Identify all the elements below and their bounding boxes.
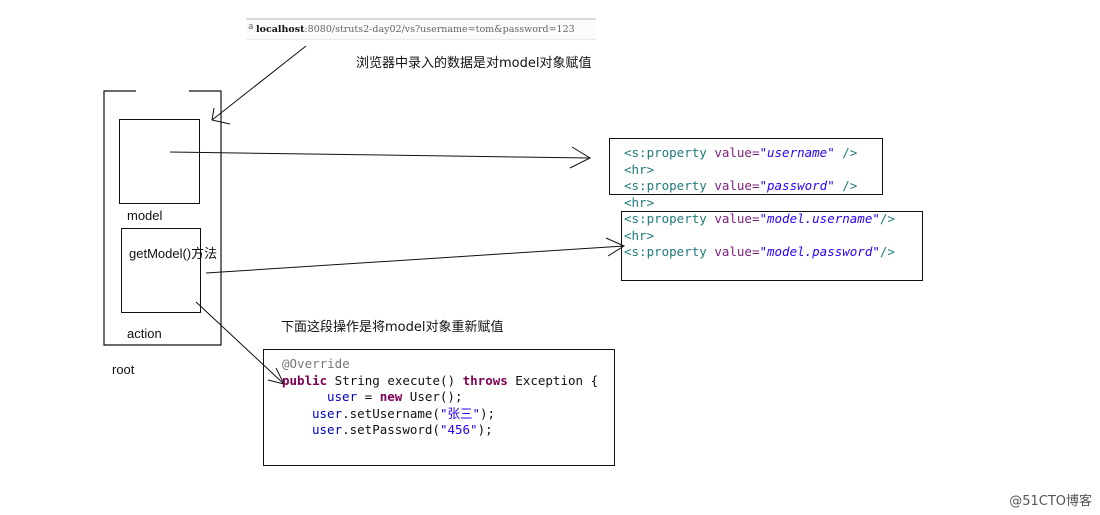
arrow-getmodel-to-bottom-code bbox=[205, 245, 625, 274]
root-label: root bbox=[112, 362, 135, 377]
url-bar: a localhost:8080/struts2-day02/vs?userna… bbox=[246, 18, 596, 40]
code-line: <s:property value="model.username"/> bbox=[624, 211, 895, 226]
arrow-model-to-top-code bbox=[169, 151, 591, 159]
jsp-code-top: <s:property value="username" /><hr><s:pr… bbox=[624, 145, 857, 211]
code-line: <hr> bbox=[624, 161, 655, 177]
code-line: <s:property value="username" /> bbox=[624, 145, 858, 160]
url-text: localhost:8080/struts2-day02/vs?username… bbox=[256, 24, 575, 35]
model-label: model bbox=[127, 208, 163, 223]
code-line: <s:property value="password" /> bbox=[624, 178, 858, 193]
model-box bbox=[119, 119, 200, 204]
arrow-url-to-root bbox=[211, 45, 307, 121]
arrow-url-to-root-head bbox=[211, 107, 231, 125]
reassign-note: 下面这段操作是将model对象重新赋值 bbox=[281, 320, 504, 335]
arrow-model-to-top-code-head bbox=[569, 146, 592, 169]
get-model-label: getModel()方法 bbox=[129, 246, 218, 261]
code-line: user.setPassword("456"); bbox=[312, 422, 493, 437]
java-code-box bbox=[263, 349, 615, 466]
action-label: action bbox=[127, 326, 162, 341]
jsp-code-box-top bbox=[609, 138, 883, 195]
code-line: @Override bbox=[282, 356, 350, 371]
code-line: <s:property value="model.password"/> bbox=[624, 244, 895, 259]
code-line: <hr> bbox=[624, 194, 655, 210]
code-line: public String execute() throws Exception… bbox=[282, 372, 599, 388]
page-icon: a bbox=[248, 22, 254, 32]
url-host: localhost bbox=[256, 24, 305, 35]
code-line: user.setUsername("张三"); bbox=[312, 405, 496, 421]
get-model-box bbox=[121, 228, 201, 313]
url-path: :8080/struts2-day02/vs?username=tom&pass… bbox=[304, 24, 575, 35]
browser-input-note: 浏览器中录入的数据是对model对象赋值 bbox=[356, 56, 592, 71]
code-line: user = new User(); bbox=[327, 389, 463, 404]
watermark: @51CTO博客 bbox=[1009, 494, 1092, 509]
jsp-code-box-bottom bbox=[621, 211, 923, 281]
code-line: <hr> bbox=[624, 227, 655, 243]
jsp-code-bottom: <s:property value="model.username"/><hr>… bbox=[624, 211, 895, 261]
